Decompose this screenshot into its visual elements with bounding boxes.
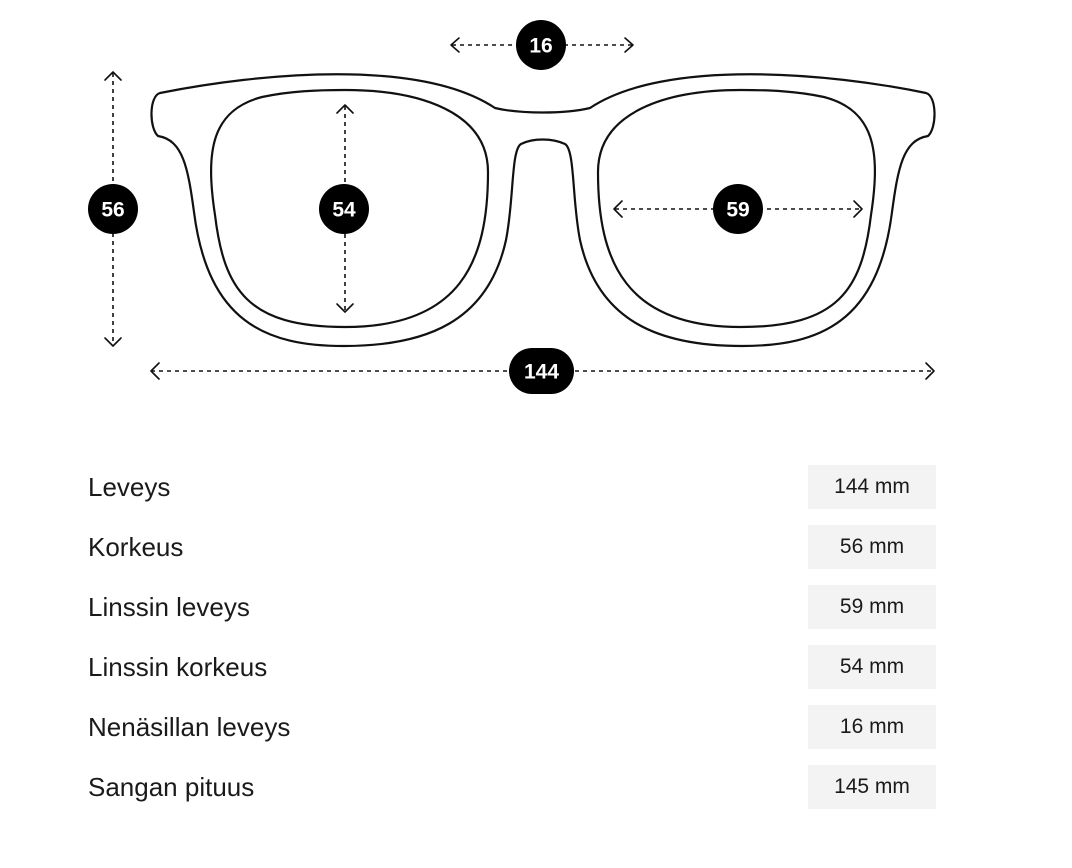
spec-label: Leveys [88,472,171,502]
lens-height-badge: 54 [319,184,369,234]
bridge-badge-value: 16 [529,35,552,58]
lens-height-badge-value: 54 [332,199,356,222]
size-spec-table: Leveys 144 mm Korkeus 56 mm Linssin leve… [88,458,936,818]
spec-row-width: Leveys 144 mm [88,458,936,518]
spec-row-lens-width: Linssin leveys 59 mm [88,578,936,638]
arrow-right-icon [925,362,935,380]
arrow-left-icon [613,200,623,218]
spec-value: 145 mm [808,765,936,809]
bridge-badge: 16 [516,20,566,70]
spec-value: 144 mm [808,465,936,509]
spec-row-lens-height: Linssin korkeus 54 mm [88,638,936,698]
spec-label: Nenäsillan leveys [88,712,291,742]
left-lens-outline [210,88,490,329]
total-width-badge: 144 [509,348,574,394]
lens-width-badge-value: 59 [726,199,749,222]
spec-label: Linssin korkeus [88,652,268,682]
spec-value: 54 mm [808,645,936,689]
spec-label: Sangan pituus [88,772,255,802]
lens-width-badge: 59 [713,184,763,234]
spec-value: 59 mm [808,585,936,629]
spec-value: 16 mm [808,705,936,749]
arrow-left-icon [150,362,160,380]
spec-value: 56 mm [808,525,936,569]
total-width-badge-value: 144 [524,361,559,384]
frame-height-badge: 56 [88,184,138,234]
spec-row-temple-length: Sangan pituus 145 mm [88,758,936,818]
arrow-down-icon [104,337,122,347]
spec-row-height: Korkeus 56 mm [88,518,936,578]
arrow-up-icon [104,71,122,81]
spec-row-bridge-width: Nenäsillan leveys 16 mm [88,698,936,758]
spec-label: Korkeus [88,532,184,562]
frame-outline [150,73,936,348]
arrow-right-icon [624,37,634,53]
arrow-right-icon [853,200,863,218]
frame-height-badge-value: 56 [101,199,124,222]
glasses-measurement-diagram: 16 56 54 59 144 [88,20,936,394]
arrow-left-icon [450,37,460,53]
arrow-up-icon [336,104,354,114]
right-lens-outline [596,88,876,329]
arrow-down-icon [336,303,354,313]
spec-label: Linssin leveys [88,592,250,622]
